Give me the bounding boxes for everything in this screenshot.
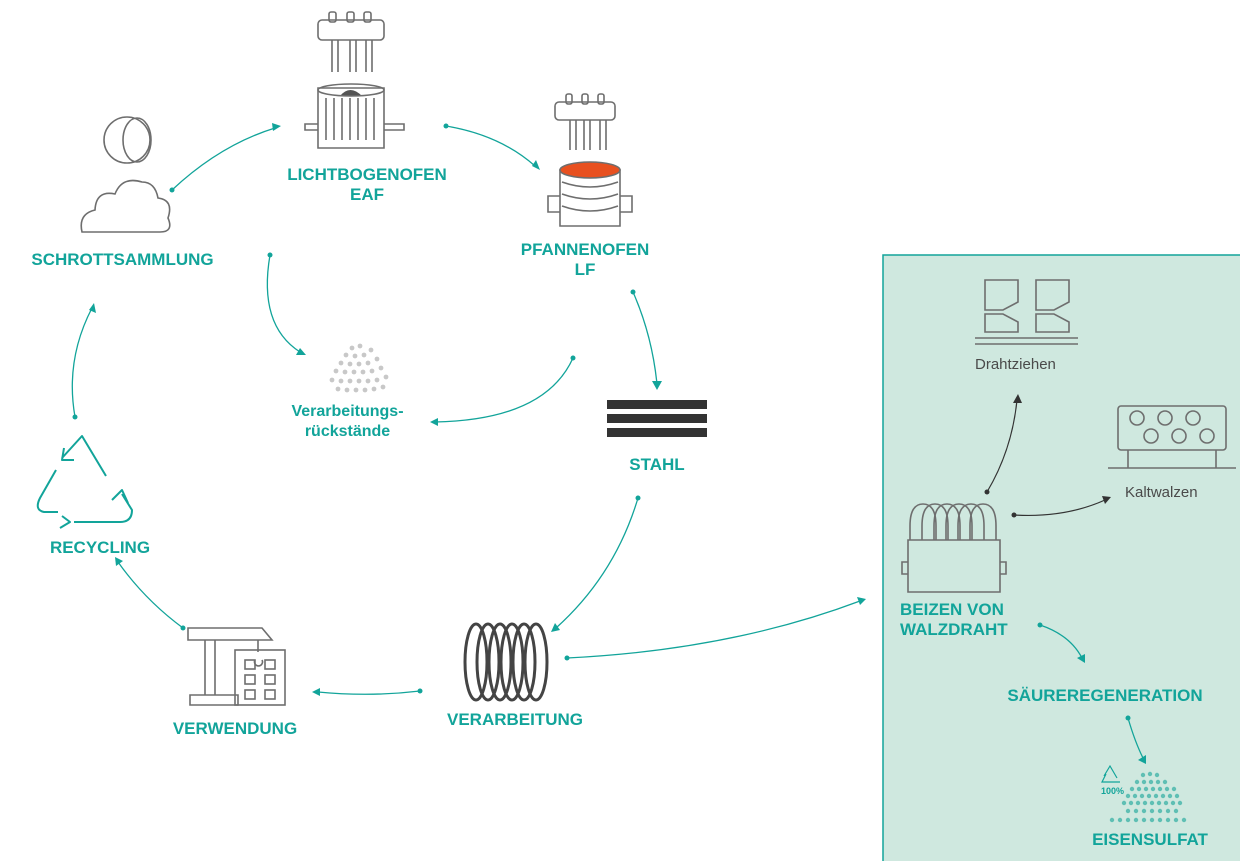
- sulfate-label: EISENSULFAT: [1092, 830, 1208, 849]
- acid-regen-label: SÄUREREGENERATION: [1007, 686, 1203, 705]
- arrow-recycling-to-scrap: [71, 307, 93, 418]
- arrow-pickling-to-coldrolling: [1013, 499, 1106, 516]
- lf-label-line1: PFANNENOFEN: [520, 240, 650, 259]
- steel-bars-icon: [607, 400, 707, 437]
- wire-coil-icon: [463, 622, 549, 702]
- pickling-bath-icon: [901, 503, 1007, 593]
- arrow-processing-to-use: [317, 690, 421, 695]
- eaf-label: LICHTBOGENOFEN EAF: [262, 165, 472, 205]
- wire-drawing-icon: [975, 279, 1078, 345]
- iron-sulfate-icon: [1101, 764, 1187, 823]
- arrow-use-to-recycling: [117, 561, 184, 629]
- electric-arc-furnace-icon: [304, 11, 405, 149]
- recycling-label: RECYCLING: [49, 538, 151, 557]
- small-recycle-icon: [1101, 764, 1120, 783]
- arrow-lf-to-residues: [434, 357, 574, 423]
- arrow-eaf-to-lf: [445, 125, 536, 167]
- recycle-icon: [36, 435, 133, 529]
- residues-label-line2: rückstände: [304, 423, 391, 440]
- arrow-scrap-to-eaf: [171, 127, 276, 191]
- panel-arrows: [986, 399, 1106, 516]
- residues-label-line1: Verarbeitungs-: [291, 403, 404, 420]
- use-label: VERWENDUNG: [172, 719, 298, 738]
- arrow-pickling-to-regen: [1039, 624, 1083, 659]
- drawing-label: Drahtziehen: [975, 356, 1056, 373]
- eaf-label-line1: LICHTBOGENOFEN: [287, 165, 447, 184]
- cycle-arrows: [71, 125, 1144, 759]
- pickling-label: BEIZEN VON WALZDRAHT: [900, 600, 1030, 640]
- arrow-heads: [89, 123, 1146, 764]
- arrow-eaf-to-residues: [266, 254, 301, 353]
- residue-pile-icon: [329, 343, 389, 393]
- pickling-label-line1: BEIZEN VON: [900, 600, 1004, 619]
- arrow-pickling-to-drawing: [986, 399, 1018, 493]
- residues-label: Verarbeitungs- rückstände: [265, 402, 430, 442]
- arrow-lf-to-steel: [632, 291, 658, 385]
- lf-label-line2: LF: [574, 260, 596, 279]
- steel-label: STAHL: [629, 455, 685, 474]
- scrap-label: SCHROTTSAMMLUNG: [31, 250, 214, 269]
- cold-rolling-label: Kaltwalzen: [1125, 484, 1198, 501]
- sulfate-badge: 100%: [1101, 786, 1125, 796]
- cold-rolling-icon: [1108, 405, 1236, 469]
- ladle-furnace-icon: [547, 93, 633, 227]
- processing-label: VERARBEITUNG: [446, 710, 583, 729]
- arrow-regen-to-sulfate: [1127, 717, 1144, 759]
- arrow-steel-to-processing: [555, 497, 639, 629]
- pickling-label-line2: WALZDRAHT: [900, 620, 1008, 639]
- buildings-crane-icon: [187, 627, 286, 706]
- arrow-processing-to-pickling: [566, 600, 861, 659]
- eaf-label-line2: EAF: [350, 185, 384, 204]
- arrow-dots: [72, 123, 1131, 721]
- scrap-collection-icon: [80, 116, 171, 233]
- lf-label: PFANNENOFEN LF: [495, 240, 675, 280]
